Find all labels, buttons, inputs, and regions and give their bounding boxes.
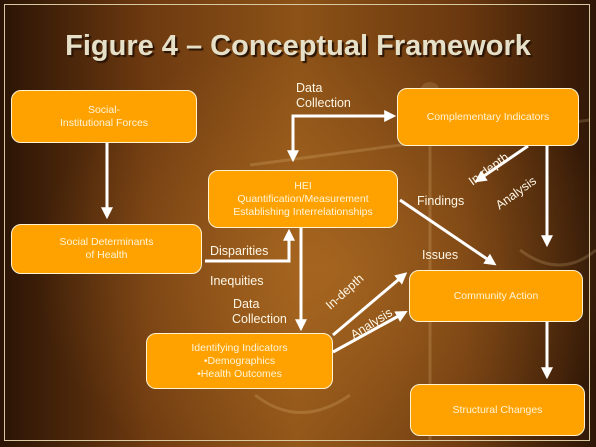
label-findings: Findings (417, 194, 465, 208)
label-disparities: Disparities (210, 244, 269, 258)
box-social-determinants: Social Determinants of Health (11, 224, 202, 274)
arrow-identifying-to-issues (332, 272, 408, 337)
box-community-action: Community Action (409, 270, 583, 322)
slide-title: Figure 4 – Conceptual Framework (65, 30, 531, 62)
arrow-hei-to-community (399, 198, 497, 266)
box-structural-changes: Structural Changes (410, 384, 585, 436)
arrow-disparities-to-hei (205, 228, 295, 263)
arrow-data-collection-loop (291, 110, 397, 159)
box-complementary-indicators: Complementary Indicators (397, 88, 579, 146)
arrow-identifying-to-community (332, 310, 408, 354)
label-data-collection-top: Data Collection (296, 81, 351, 110)
arrow-complementary-to-findings (474, 144, 529, 183)
box-hei: HEI Quantification/Measurement Establish… (208, 170, 398, 228)
box-identifying-indicators: Identifying Indicators •Demographics •He… (146, 333, 333, 389)
label-inequities: Inequities (210, 274, 264, 288)
label-data-collection-mid: Data Collection (232, 297, 287, 326)
label-issues: Issues (422, 248, 459, 262)
box-social-institutional-forces: Social- Institutional Forces (11, 90, 197, 143)
